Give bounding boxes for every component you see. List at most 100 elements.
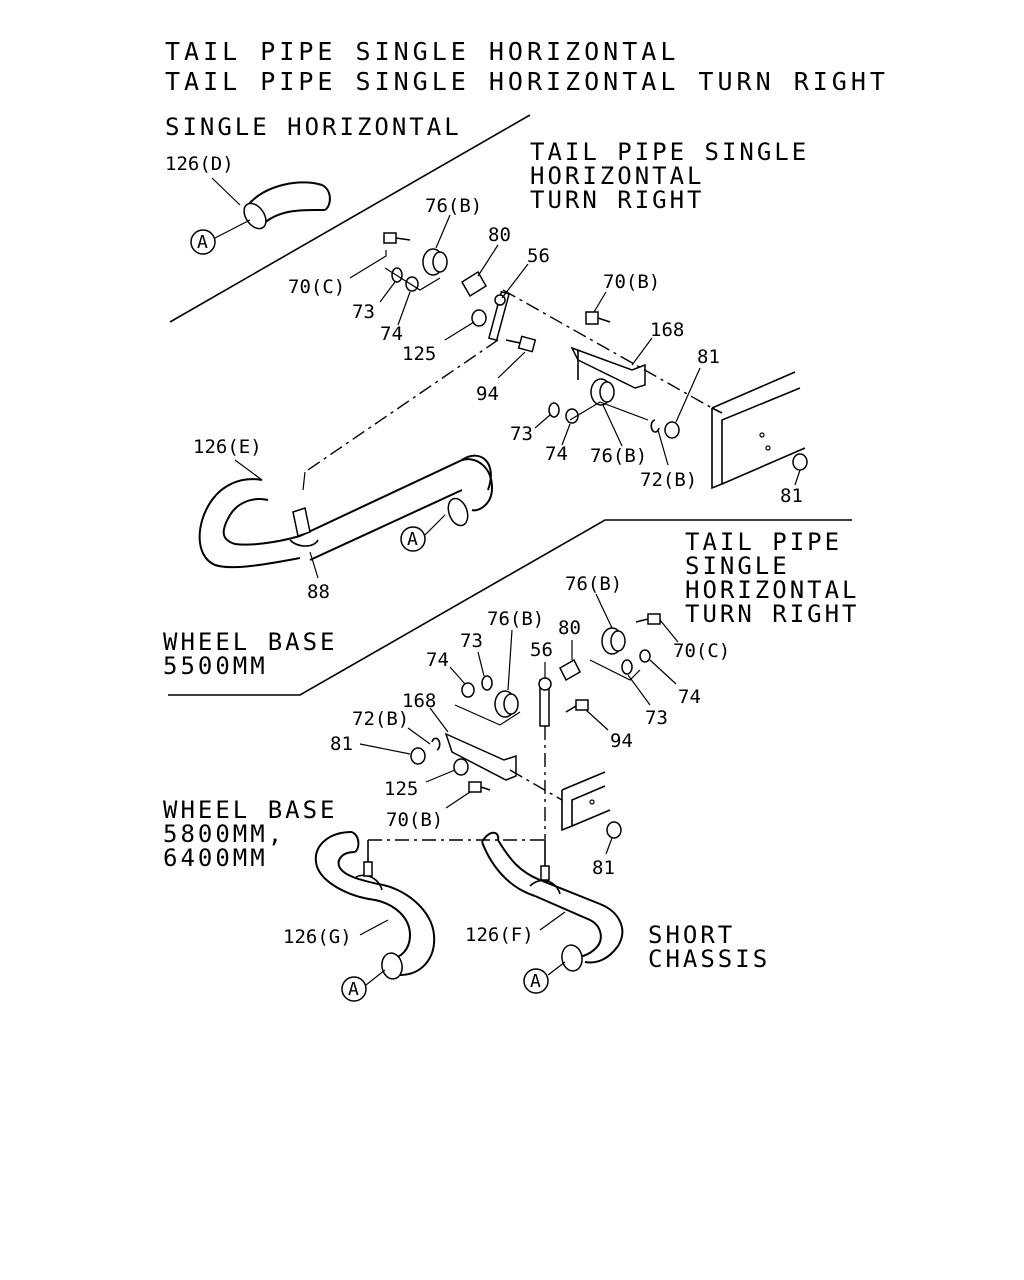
bolt-94-top [505, 335, 537, 353]
leader-76b-bottom-a [595, 593, 613, 629]
tail-pipe-126d [243, 181, 331, 230]
leader-126f [539, 911, 566, 931]
collar-80-top [460, 270, 488, 298]
leader-94-bottom [585, 709, 609, 731]
divider-middle [168, 519, 852, 696]
leader-74-bottom-b [649, 659, 677, 685]
callout-80-top: 80 [488, 224, 511, 246]
callout-94-top: 94 [476, 383, 499, 405]
section-wheel-base-5800-2: 5800MM, [163, 820, 285, 848]
leader-bracket-top-b [569, 401, 649, 421]
pipe-clamp-88 [289, 507, 319, 547]
clip-72b-bottom [431, 737, 441, 751]
leader-70c-top [349, 250, 387, 279]
washer-73-bottom-b [621, 659, 633, 675]
callout-70c-top: 70(C) [288, 276, 345, 298]
leader-73-top-b [534, 414, 551, 429]
nut-81-top-a [664, 421, 680, 439]
spacer-74-top-b [565, 408, 579, 424]
tail-pipe-126g [314, 831, 436, 980]
section-short-chassis-1: SHORT [648, 921, 735, 949]
leader-94-top [497, 351, 526, 379]
callout-73-bottom-a: 73 [460, 630, 483, 652]
nut-81-bottom-b [606, 821, 622, 839]
dashline-top-3 [302, 471, 306, 491]
bolt-70c-top [383, 232, 411, 244]
title-line-1: TAIL PIPE SINGLE HORIZONTAL [165, 37, 679, 66]
callout-74-top-b: 74 [545, 443, 568, 465]
callout-88: 88 [307, 581, 330, 603]
chassis-frame-rail-top [711, 371, 806, 490]
hanger-bracket-56-bottom [538, 677, 552, 727]
dashline-top-2 [304, 339, 499, 473]
section-wheel-base-5800-1: WHEEL BASE [163, 796, 338, 824]
callout-74-top-a: 74 [380, 323, 403, 345]
leader-bracket-bottom [589, 659, 641, 681]
bracket-168-top [570, 346, 646, 389]
leader-72b-bottom [407, 727, 431, 745]
leader-70c-bottom [659, 619, 679, 643]
washer-73-top-b [548, 402, 560, 418]
callout-73-bottom-b: 73 [645, 707, 668, 729]
leader-72b-top [657, 429, 669, 466]
section-turn-right-top-2: HORIZONTAL [530, 162, 705, 190]
divider-top [169, 114, 531, 323]
leader-a-bottom-1 [365, 969, 386, 986]
leader-126g [359, 919, 389, 936]
leader-81-bottom-b [605, 837, 613, 855]
leader-a-bottom-2 [547, 961, 566, 976]
spacer-74-bottom-b [639, 649, 651, 663]
title-line-2: TAIL PIPE SINGLE HORIZONTAL TURN RIGHT [165, 67, 889, 96]
section-turn-right-bottom-4: TURN RIGHT [685, 600, 860, 628]
bolt-94-bottom [565, 699, 589, 713]
tail-pipe-126f [481, 831, 624, 972]
svg-text:A: A [530, 971, 541, 992]
leader-a-top-1 [214, 219, 251, 239]
callout-70b-bottom: 70(B) [386, 809, 443, 831]
callout-81-bottom-a: 81 [330, 733, 353, 755]
nut-125-top [471, 309, 487, 327]
callout-81-top-b: 81 [780, 485, 803, 507]
leader-74-top-a [397, 291, 411, 326]
callout-74-bottom-a: 74 [426, 649, 449, 671]
circle-a-marker-top-2: A [400, 526, 426, 552]
section-turn-right-bottom-1: TAIL PIPE [685, 528, 842, 556]
callout-74-bottom-b: 74 [678, 686, 701, 708]
callout-70b-top: 70(B) [603, 271, 660, 293]
callout-168-bottom: 168 [402, 690, 436, 712]
callout-80-bottom: 80 [558, 617, 581, 639]
leader-74-top-b [561, 423, 571, 446]
leader-73-top-a [379, 281, 396, 303]
rubber-bushing-76b-bottom-a [601, 627, 626, 655]
hanger-bracket-56-top [488, 290, 510, 342]
leader-125-top [444, 321, 475, 341]
leader-76b-top-a [435, 214, 451, 249]
leader-bracket-bottom-b [454, 704, 521, 726]
leader-74-bottom-a [449, 666, 466, 685]
callout-94-bottom: 94 [610, 730, 633, 752]
section-wheel-base-5500-1: WHEEL BASE [163, 628, 338, 656]
callout-76b-top-b: 76(B) [590, 445, 647, 467]
section-short-chassis-2: CHASSIS [648, 945, 770, 973]
leader-126d [211, 177, 241, 206]
leader-88 [309, 551, 319, 579]
callout-72b-top: 72(B) [640, 469, 697, 491]
leader-70b-bottom [445, 791, 471, 809]
callout-56-bottom: 56 [530, 639, 553, 661]
bolt-70b-bottom [468, 781, 491, 793]
callout-72b-bottom: 72(B) [352, 708, 409, 730]
section-turn-right-bottom-2: SINGLE [685, 552, 790, 580]
leader-125-bottom [425, 769, 456, 783]
leader-168-bottom [429, 707, 449, 733]
section-wheel-base-5800-3: 6400MM [163, 844, 268, 872]
leader-81-top-b [794, 469, 801, 486]
svg-text:A: A [348, 979, 359, 1000]
washer-73-bottom-a [481, 675, 493, 691]
svg-text:A: A [407, 529, 418, 550]
callout-81-bottom-b: 81 [592, 857, 615, 879]
callout-70c-bottom: 70(C) [673, 640, 730, 662]
chassis-frame-rail-bottom [561, 771, 611, 832]
spacer-74-bottom-a [461, 682, 475, 698]
leader-76b-bottom-b [507, 629, 513, 691]
